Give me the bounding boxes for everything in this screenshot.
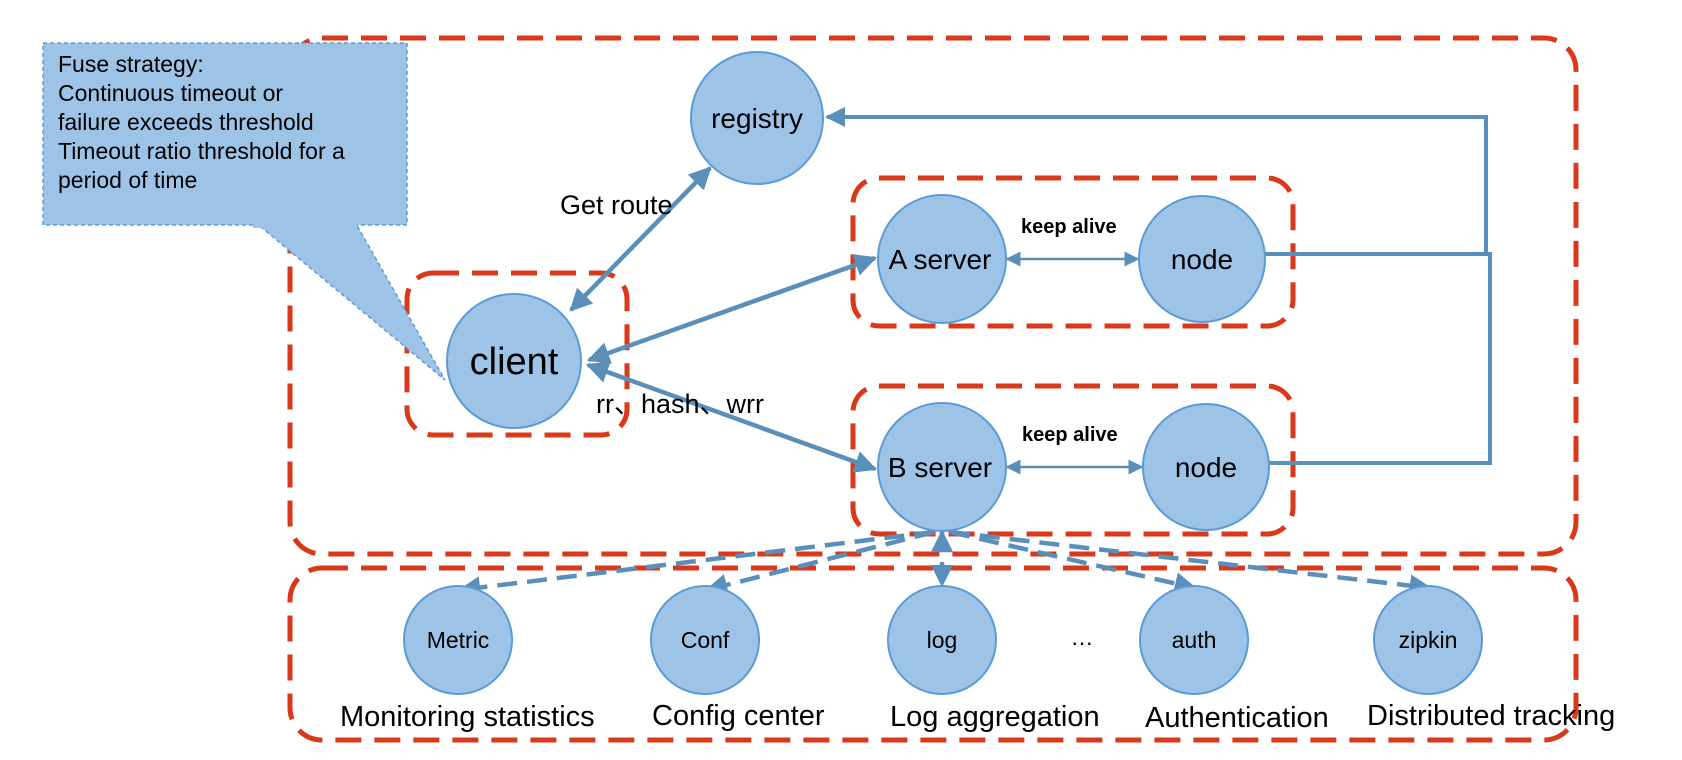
main-nodes	[446, 51, 1270, 532]
auth-label: auth	[1172, 627, 1217, 653]
service-connectors	[457, 529, 1433, 599]
keep-alive-b-label: keep alive	[1022, 424, 1118, 446]
callout-line-1: Fuse strategy:	[58, 51, 204, 77]
keep-alive-a-label: keep alive	[1021, 216, 1117, 238]
client-group	[404, 270, 630, 438]
registry-label: registry	[711, 103, 803, 134]
b-server-conf-edge	[704, 529, 935, 596]
b-server-zipkin-edge	[949, 529, 1433, 597]
b-server-metric-edge	[457, 529, 935, 599]
client-label: client	[470, 341, 559, 383]
conf-label: Conf	[681, 627, 730, 653]
metric-node	[403, 585, 513, 695]
auth-node	[1139, 585, 1249, 695]
b-server-auth-edge	[949, 529, 1198, 595]
callout-pointer	[252, 221, 446, 381]
metric-caption: Monitoring statistics	[340, 701, 595, 733]
a-server-label: A server	[889, 244, 992, 275]
client-node	[446, 293, 582, 429]
ellipsis-label: …	[1071, 624, 1094, 650]
service-labels: Metric Conf log auth zipkin …	[427, 624, 1458, 653]
registry-node	[690, 51, 824, 185]
service-nodes	[403, 585, 1483, 695]
b-server-node	[877, 402, 1007, 532]
node-to-registry-connector	[825, 107, 1488, 256]
node-a-label: node	[1171, 244, 1233, 275]
zipkin-node	[1373, 585, 1483, 695]
node-a	[1138, 195, 1266, 323]
node-b	[1142, 403, 1270, 531]
callout-box	[42, 42, 408, 226]
callout-line-3: failure exceeds threshold	[58, 109, 314, 135]
log-node	[887, 585, 997, 695]
auth-caption: Authentication	[1145, 702, 1329, 734]
node-b-label: node	[1175, 452, 1237, 483]
edge-labels: Get route rr、hash、wrr keep alive keep al…	[560, 190, 1118, 446]
main-node-labels: registry client A server node B server n…	[470, 103, 1238, 483]
b-server-group	[850, 383, 1296, 537]
a-server-node	[877, 194, 1007, 324]
node-b-connector	[1268, 252, 1492, 465]
log-label: log	[927, 627, 958, 653]
conf-node	[650, 585, 760, 695]
service-captions: Monitoring statistics Config center Log …	[340, 700, 1615, 734]
callout-line-5: period of time	[58, 167, 197, 193]
client-a-server-edge	[586, 254, 878, 364]
zipkin-caption: Distributed tracking	[1367, 700, 1615, 732]
connectors	[569, 107, 1492, 475]
load-balancing-label: rr、hash、wrr	[596, 389, 764, 419]
metric-label: Metric	[427, 627, 490, 653]
log-caption: Log aggregation	[890, 701, 1100, 733]
conf-caption: Config center	[652, 700, 825, 732]
fuse-strategy-callout: Fuse strategy: Continuous timeout or fai…	[42, 42, 446, 381]
zipkin-label: zipkin	[1399, 627, 1458, 653]
callout-line-4: Timeout ratio threshold for a	[58, 138, 345, 164]
client-b-server-edge	[585, 361, 878, 473]
get-route-label: Get route	[560, 190, 673, 220]
callout-line-2: Continuous timeout or	[58, 80, 283, 106]
b-server-label: B server	[888, 452, 992, 483]
